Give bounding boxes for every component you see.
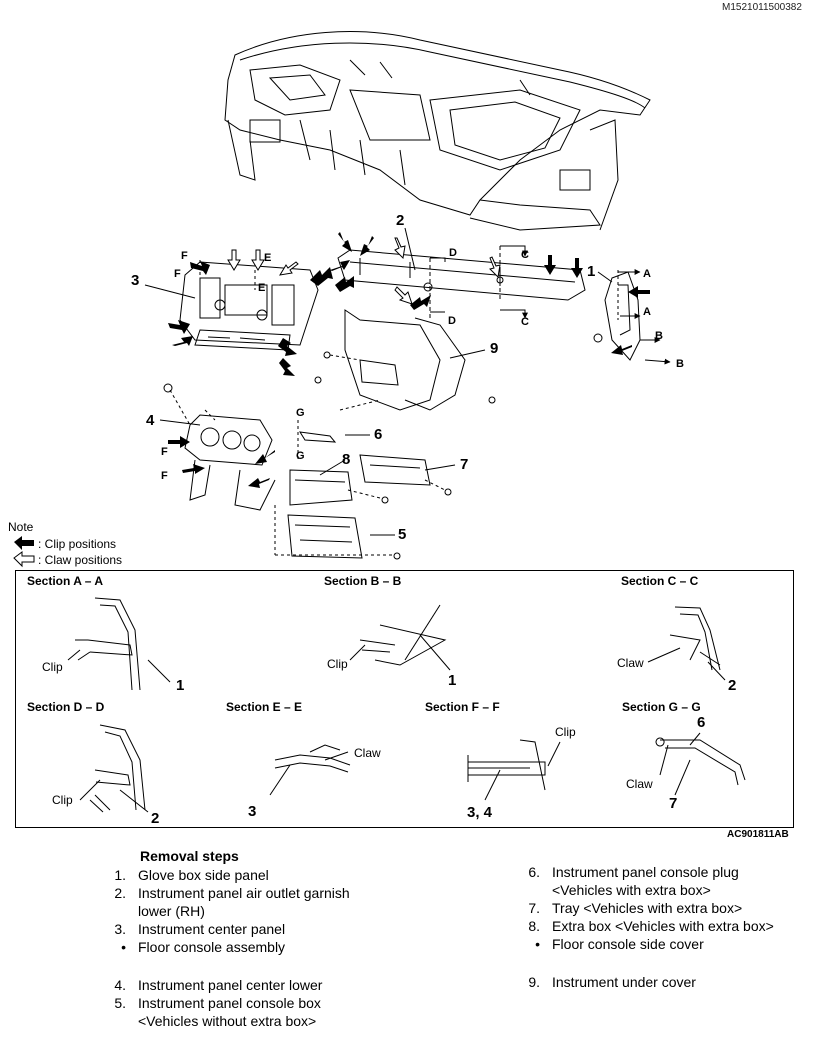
part-5-console-box [274, 505, 401, 560]
callout-6: 6 [374, 426, 383, 443]
part-6-plug [297, 420, 337, 460]
letter-g-top: G [296, 407, 305, 419]
section-gg-num-6: 6 [697, 714, 706, 731]
section-dd-label: Clip [52, 793, 73, 807]
note-claw: : Claw positions [38, 553, 122, 567]
section-aa-num: 1 [176, 677, 185, 694]
clip-arrows [14, 232, 650, 550]
note-clip-label: : Clip positions [38, 537, 117, 551]
part-4-center-lower [163, 383, 276, 511]
letter-e-bottom: E [258, 282, 266, 294]
letter-g-bottom: G [296, 450, 305, 462]
letter-c-bottom: C [521, 316, 529, 328]
step-item: 8.Extra box <Vehicles with extra box> [528, 918, 774, 934]
step-item: 5.Instrument panel console box <Vehicles… [114, 995, 321, 1029]
letter-e-top: E [264, 252, 272, 264]
section-cc-drawing [647, 606, 726, 681]
step-item: 6.Instrument panel console plug <Vehicle… [528, 864, 739, 898]
letter-d-bottom: D [448, 315, 456, 327]
section-ff-drawing [467, 739, 561, 801]
step-item: 9.Instrument under cover [528, 974, 696, 990]
part-2-garnish [337, 245, 586, 320]
section-bb-title: Section B – B [324, 574, 402, 588]
step-item: 2.Instrument panel air outlet garnish lo… [114, 885, 350, 919]
section-cc-label: Claw [617, 656, 644, 670]
callout-7: 7 [460, 456, 469, 473]
section-gg-title: Section G – G [622, 700, 701, 714]
section-gg-drawing [655, 732, 746, 796]
callout-5: 5 [398, 526, 407, 543]
section-cc-num: 2 [728, 677, 737, 694]
letter-a-top: A [643, 268, 651, 280]
section-bb-num: 1 [448, 672, 457, 689]
section-ee-label: Claw [354, 746, 381, 760]
section-gg-label: Claw [626, 777, 653, 791]
section-gg-num-7: 7 [669, 795, 678, 812]
callout-1: 1 [587, 263, 596, 280]
callout-4: 4 [146, 412, 155, 429]
step-item: 4.Instrument panel center lower [114, 977, 323, 993]
step-item: •Floor console assembly [121, 939, 286, 955]
section-dd-drawing [79, 724, 149, 813]
note-claw-label: : Claw positions [38, 553, 123, 567]
step-item: •Floor console side cover [535, 936, 704, 952]
step-item: 3.Instrument center panel [114, 921, 286, 937]
section-aa-drawing [67, 597, 171, 691]
figure-code-top: M1521011500382 [722, 2, 802, 13]
section-ee-num: 3 [248, 803, 257, 820]
letter-a-bottom: A [643, 306, 651, 318]
section-views-box [15, 570, 794, 828]
note-title: Note [8, 520, 34, 534]
letter-b-bottom: B [676, 358, 684, 370]
letter-f-3: F [161, 446, 168, 458]
part-7-tray [359, 454, 452, 496]
section-dd-title: Section D – D [27, 700, 105, 714]
letter-b-top: B [655, 330, 663, 342]
part-1-side-panel [593, 269, 671, 365]
section-ff-label: Clip [555, 725, 576, 739]
section-ee-drawing [269, 744, 351, 796]
removal-steps-left: 1.Glove box side panel 2.Instrument pane… [100, 866, 420, 1030]
section-bb-drawing [349, 604, 451, 671]
figure-code: AC901811AB [727, 829, 789, 840]
letter-f-2: F [174, 268, 181, 280]
callout-8: 8 [342, 451, 351, 468]
part-9-under-cover [314, 309, 496, 411]
step-item: 1.Glove box side panel [114, 867, 269, 883]
note-clip: : Clip positions [38, 537, 116, 551]
callout-2: 2 [396, 212, 405, 229]
section-aa-title: Section A – A [27, 574, 104, 588]
section-ee-title: Section E – E [226, 700, 303, 714]
claw-arrows [13, 237, 501, 568]
removal-steps-right: 6.Instrument panel console plug <Vehicle… [514, 863, 810, 991]
letter-d-top: D [449, 247, 457, 259]
part-3-center-panel [179, 260, 319, 351]
letter-c-top: C [521, 249, 529, 261]
part-8-extra-box [289, 469, 389, 506]
callout-3: 3 [131, 272, 140, 289]
step-item: 7.Tray <Vehicles with extra box> [528, 900, 743, 916]
section-aa-label: Clip [42, 660, 63, 674]
dashboard-assembly [224, 31, 651, 231]
section-ff-title: Section F – F [425, 700, 500, 714]
letter-f-1: F [181, 250, 188, 262]
section-dd-num: 2 [151, 810, 160, 827]
section-ff-num: 3, 4 [467, 804, 493, 821]
removal-steps-title: Removal steps [140, 848, 239, 864]
callout-9: 9 [490, 340, 499, 357]
section-cc-title: Section C – C [621, 574, 699, 588]
section-bb-label: Clip [327, 657, 348, 671]
letter-f-4: F [161, 470, 168, 482]
